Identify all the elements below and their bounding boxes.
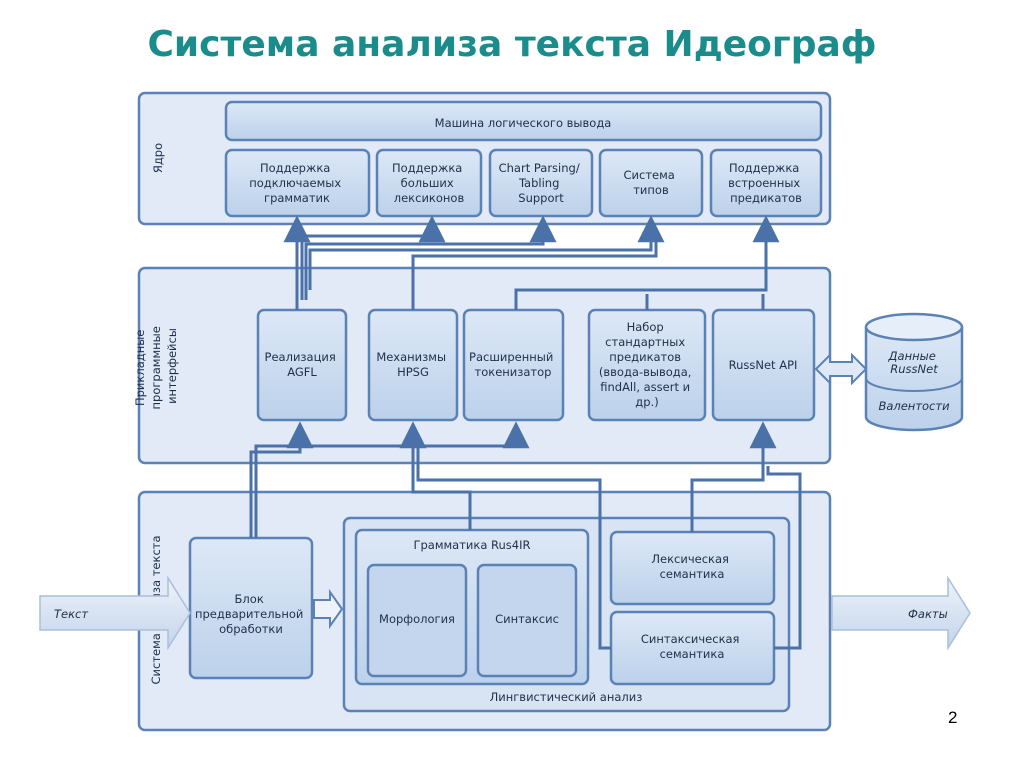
api-module-russnet-label: RussNet API [729, 358, 798, 372]
core-module-grammars-label: Поддержка подключаемых грамматик [249, 161, 345, 205]
linguistic-analysis-label: Лингвистический анализ [490, 690, 643, 704]
label-line: Расширенный [469, 350, 553, 364]
label-line: Синтаксическая [641, 632, 740, 646]
core-module-chart-parsing-label: Chart Parsing/ Tabling Support [499, 161, 584, 205]
connector-preproc-to-agfl [249, 421, 314, 538]
syntactic-semantics-label: Синтаксическая семантика [641, 632, 743, 661]
inference-engine-label: Машина логического вывода [435, 116, 612, 130]
label-line: Данные [888, 349, 936, 363]
api-layer-label: Прикладные программные интерфейсы [133, 323, 179, 410]
label-line: предикатов [730, 191, 802, 205]
label-line: обработки [219, 622, 283, 636]
russnet-double-arrow [814, 352, 868, 386]
connector-synsem-to-hpsg [416, 440, 611, 650]
label-line: Механизмы [376, 350, 446, 364]
text-input-label: Текст [54, 607, 88, 621]
preprocessing-to-analysis-arrow [313, 588, 344, 630]
label-line: Tabling [518, 176, 559, 190]
label-line: токенизатор [475, 365, 552, 379]
api-module-agfl-label: Реализация AGFL [265, 350, 340, 379]
connector-preproc-to-tokenizer [254, 421, 530, 538]
facts-output-label: Факты [908, 607, 948, 621]
label-line: семантика [660, 567, 725, 581]
label-line: больших [401, 176, 454, 190]
label-line: подключаемых [249, 176, 341, 190]
label-line: Набор [627, 320, 664, 334]
connector-hpsg-to-type-system [411, 236, 658, 310]
morphology-label: Морфология [379, 612, 455, 626]
label-line: findAll, assert и [600, 380, 690, 394]
label-line: Система [624, 168, 675, 182]
text-input-arrow [39, 575, 191, 651]
label-line: др.) [635, 395, 658, 409]
label-line: стандартных [605, 335, 685, 349]
api-layer-label-line: интерфейсы [165, 328, 179, 404]
russnet-database: Данные RussNet Валентости [864, 312, 964, 432]
connector-grammar-to-hpsg [399, 421, 472, 530]
label-line: типов [633, 183, 669, 197]
label-line: Блок [235, 592, 264, 606]
core-module-type-system-label: Система типов [624, 168, 679, 197]
inference-engine-box [224, 100, 823, 142]
grammar-rus4ir-label: Грамматика Rus4IR [413, 538, 530, 552]
syntax-box [476, 563, 578, 678]
label-line: (ввода-вывода, [599, 365, 692, 379]
label-line: предикатов [609, 350, 681, 364]
core-module-builtin-predicates-label: Поддержка встроенных предикатов [728, 161, 804, 205]
syntax-label: Синтаксис [495, 612, 559, 626]
api-layer-label-line: программные [149, 326, 163, 409]
connector-to-type-system [308, 215, 665, 290]
label-line: HPSG [397, 365, 429, 379]
api-module-standard-predicates-label: Набор стандартных предикатов (ввода-выво… [599, 320, 695, 409]
connector-lexsem-to-russnet [690, 421, 777, 532]
page-number: 2 [948, 708, 958, 727]
connector-synsem-to-russnet [766, 466, 802, 650]
api-module-tokenizer [462, 308, 565, 422]
label-line: Реализация [265, 350, 336, 364]
morphology-box [366, 563, 468, 678]
label-line: предварительной [195, 607, 303, 621]
label-line: встроенных [728, 176, 800, 190]
label-line: Поддержка [260, 161, 330, 175]
core-module-lexicons-label: Поддержка больших лексиконов [392, 161, 466, 205]
database-divider [865, 377, 963, 392]
label-line: Support [518, 191, 564, 205]
database-top-label: Данные RussNet [888, 349, 940, 376]
facts-output-arrow [831, 575, 971, 651]
api-layer-label-line: Прикладные [133, 330, 147, 406]
connectors [249, 215, 802, 650]
database-top [864, 312, 964, 342]
connector-agfl-to-lexicons [300, 215, 446, 300]
label-line: Chart Parsing/ [499, 161, 580, 175]
label-line: семантика [660, 647, 725, 661]
slide-title: Система анализа текста Идеограф [147, 24, 877, 65]
connector-tokenizer-up [514, 215, 780, 310]
core-layer-label: Ядро [151, 143, 165, 173]
label-line: AGFL [287, 365, 317, 379]
api-module-tokenizer-label: Расширенный токенизатор [469, 350, 557, 379]
label-line: лексиконов [394, 191, 465, 205]
api-module-agfl [256, 308, 348, 422]
label-line: грамматик [264, 191, 330, 205]
lexical-semantics-label: Лексическая семантика [651, 552, 732, 581]
connector-agfl-to-chart [304, 215, 557, 300]
database-body [864, 327, 964, 432]
api-module-hpsg-label: Механизмы HPSG [376, 350, 449, 379]
label-line: Лексическая [651, 552, 729, 566]
preprocessing-label: Блок предварительной обработки [195, 592, 307, 636]
label-line: Поддержка [729, 161, 799, 175]
database-bottom-label: Валентости [878, 399, 950, 413]
label-line: RussNet [890, 362, 938, 376]
label-line: Поддержка [392, 161, 462, 175]
